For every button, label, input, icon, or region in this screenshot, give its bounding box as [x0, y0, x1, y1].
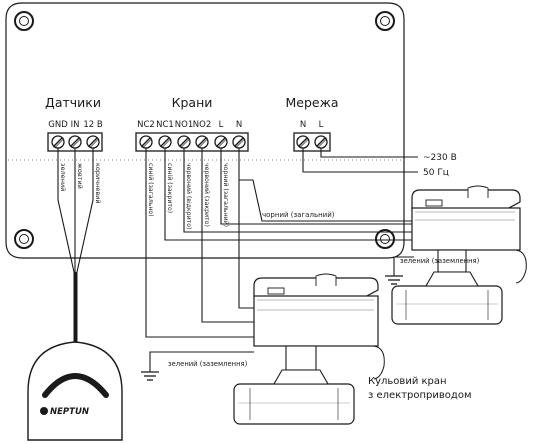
- terminal-label-n: N: [236, 120, 242, 130]
- valve-wire-label-red-closed: червоний (закрито): [203, 163, 211, 227]
- screw-top-right: [375, 11, 395, 31]
- valve-wire-label-black-common: чорний (загальний): [222, 163, 230, 227]
- water-leak-sensor: NEPTUN: [27, 341, 123, 441]
- ground-lower: [141, 351, 254, 381]
- terminal-screw: [158, 135, 172, 149]
- terminal-label-l: L: [219, 120, 224, 130]
- motorized-valve-lower: [233, 273, 385, 425]
- terminal-screw: [195, 135, 209, 149]
- terminal-label-no2: NO2: [193, 120, 211, 130]
- valve-wire-label-red-open: червоний (відкрито): [185, 163, 193, 229]
- terminal-screw: [296, 135, 310, 149]
- terminal-screw: [177, 135, 191, 149]
- terminal-screw: [214, 135, 228, 149]
- terminal-screw: [232, 135, 246, 149]
- sensor-cable: [57, 148, 94, 345]
- black-common-wire-label: чорний (загальний): [262, 211, 335, 219]
- screw-top-left: [14, 11, 34, 31]
- terminal-screw: [139, 135, 153, 149]
- valve-terminal-block: [135, 132, 249, 152]
- terminal-label-12b: 12 B: [83, 120, 103, 130]
- terminal-label-nc2: NC2: [137, 120, 155, 130]
- ground-wire-label-lower: зелений (заземлення): [168, 360, 248, 368]
- terminal-screw: [314, 135, 328, 149]
- valves-group-label: Крани: [172, 95, 213, 110]
- ground-upper: [385, 256, 414, 285]
- terminal-screw: [68, 135, 82, 149]
- valve-caption-line2: з електроприводом: [368, 390, 472, 401]
- sensor-logo-icon: [40, 407, 48, 415]
- terminal-label-nc1: NC1: [156, 120, 174, 130]
- power-voltage-label: ~230 В: [423, 153, 457, 163]
- sensor-brand-logo: NEPTUN: [50, 407, 89, 417]
- terminal-screw: [86, 135, 100, 149]
- sensor-wire-label-green: зелений: [59, 163, 67, 191]
- motorized-valve-upper: [391, 185, 527, 325]
- valve-caption-line1: Кульовий кран: [368, 376, 447, 387]
- valve-wire-label-blue-common: синій (загально): [147, 163, 155, 217]
- power-wiring: [302, 148, 418, 173]
- terminal-label-gnd: GND: [48, 120, 68, 130]
- terminal-label-in: IN: [71, 120, 80, 130]
- network-terminal-block: [293, 132, 331, 152]
- network-group-label: Мережа: [285, 95, 338, 110]
- terminal-label-net-n: N: [300, 120, 306, 130]
- ground-wire-label-upper: зелений (заземлення): [400, 257, 480, 265]
- power-frequency-label: 50 Гц: [423, 168, 449, 178]
- terminal-label-net-l: L: [319, 120, 324, 130]
- controller-box: [5, 2, 405, 259]
- sensor-wire-label-yellow: жовтий: [76, 163, 84, 189]
- valve-wiring: [145, 148, 414, 338]
- valve-wire-label-blue-closed: синій (закрито): [166, 163, 174, 213]
- screw-bottom-right: [375, 229, 395, 249]
- screw-bottom-left: [14, 229, 34, 249]
- terminal-screw: [51, 135, 65, 149]
- sensor-wire-label-brown: коричневий: [94, 163, 102, 204]
- terminal-label-no1: NO1: [175, 120, 193, 130]
- sensors-group-label: Датчики: [45, 95, 101, 110]
